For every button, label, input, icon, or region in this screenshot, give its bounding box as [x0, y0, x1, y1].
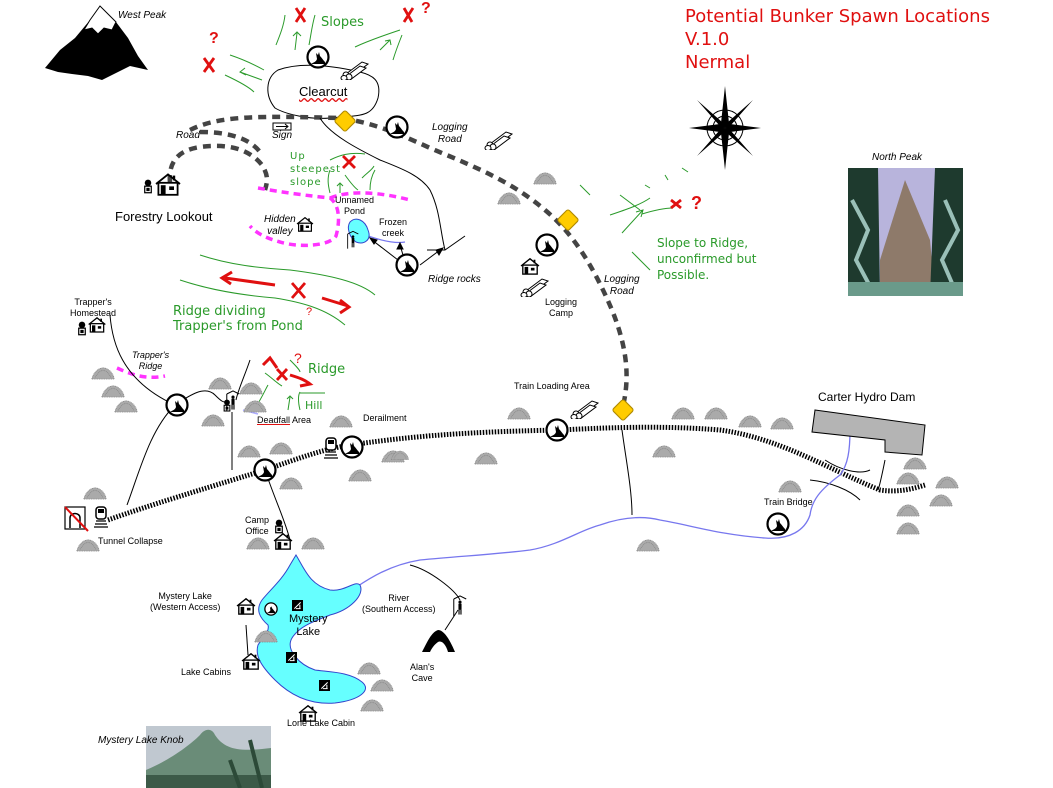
label-clearcut[interactable]: Clearcut — [299, 84, 348, 99]
label-north-peak: North Peak — [872, 152, 923, 163]
label-trappers-homestead[interactable]: Trapper's Homestead — [70, 297, 117, 318]
hazard-sign-icon — [557, 209, 579, 231]
label-lone-lake-cabin[interactable]: Lone Lake Cabin — [287, 718, 356, 728]
rock-icons — [76, 172, 959, 712]
label-logging-road-south: Logging Road — [604, 274, 640, 297]
road-network — [167, 114, 629, 411]
label-deadfall-word: Deadfall — [257, 415, 291, 425]
red-arrows — [219, 270, 352, 388]
title-author: Nermal — [685, 52, 751, 73]
label-deadfall-area[interactable]: Deadfall Area — [257, 414, 311, 426]
label-train-bridge[interactable]: Train Bridge — [764, 497, 813, 507]
label-tunnel-collapse[interactable]: Tunnel Collapse — [98, 536, 163, 546]
uncertain-marker: ? — [209, 30, 219, 47]
pink-trail — [116, 186, 411, 380]
label-mystery-lake-knob: Mystery Lake Knob — [98, 735, 184, 746]
label-hidden-valley[interactable]: Hidden valley — [264, 214, 296, 237]
frozen-creek — [367, 235, 406, 244]
label-derailment[interactable]: Derailment — [363, 413, 407, 423]
logs-icons — [340, 61, 599, 419]
compass-rose-icon — [689, 86, 761, 170]
label-mystery-lake[interactable]: Mystery Lake — [289, 613, 328, 638]
label-road: Road — [176, 130, 200, 141]
label-alans-cave[interactable]: Alan's Cave — [410, 662, 435, 683]
annotation-hill: Hill — [305, 399, 323, 412]
label-river-southern-access[interactable]: River (Southern Access) — [362, 593, 436, 614]
annotation-ridge-dividing: Ridge dividing Trapper's from Pond — [173, 304, 303, 334]
slope-markings — [179, 14, 689, 411]
label-sign: Sign — [272, 130, 293, 141]
hazard-sign-icon — [612, 399, 634, 421]
cave-icon — [422, 630, 455, 652]
uncertain-marker: ? — [306, 306, 313, 318]
annotation-slope-to-ridge: Slope to Ridge, unconfirmed but Possible… — [657, 236, 757, 282]
house-icons — [88, 173, 540, 722]
north-peak-photo — [848, 168, 963, 296]
west-peak-icon — [45, 5, 148, 80]
direction-arrows — [368, 237, 445, 266]
title-version: V.1.0 — [685, 29, 730, 50]
carter-hydro-dam-building — [811, 409, 926, 456]
mystery-lake — [256, 554, 367, 704]
river — [354, 429, 851, 589]
unnamed-pond — [347, 218, 370, 244]
mystery-lake-knob-photo — [146, 726, 271, 788]
label-logging-road-north: Logging Road — [432, 122, 468, 145]
label-lake-cabins[interactable]: Lake Cabins — [181, 667, 232, 677]
label-frozen-creek[interactable]: Frozen creek — [379, 217, 408, 238]
uncertain-marker: ? — [421, 0, 431, 17]
annotation-ridge: Ridge — [308, 362, 346, 377]
map-title: Potential Bunker Spawn Locations V.1.0 N… — [685, 5, 990, 74]
label-logging-camp[interactable]: Logging Camp — [545, 297, 578, 318]
uncertain-marker: ? — [691, 193, 702, 213]
label-forestry-lookout[interactable]: Forestry Lookout — [115, 209, 213, 224]
label-area-word: Area — [290, 415, 312, 425]
clearcut-boundary — [267, 64, 380, 119]
lookout-icons — [78, 178, 283, 534]
sign-icon — [272, 122, 292, 131]
label-train-loading-area[interactable]: Train Loading Area — [514, 381, 590, 391]
label-carter-hydro-dam[interactable]: Carter Hydro Dam — [818, 390, 916, 404]
label-trappers-ridge[interactable]: Trapper's Ridge — [132, 350, 170, 371]
label-ridge-rocks[interactable]: Ridge rocks — [428, 274, 481, 285]
label-west-peak: West Peak — [118, 10, 167, 21]
annotation-slopes: Slopes — [321, 15, 364, 30]
label-camp-office[interactable]: Camp Office — [245, 515, 270, 536]
uncertain-marker: ? — [294, 350, 302, 366]
eliminated-markers — [202, 7, 682, 381]
label-unnamed-pond[interactable]: Unnamed Pond — [335, 195, 375, 216]
annotation-up-steepest-slope: Up steepest slope — [290, 151, 342, 188]
title-line-1: Potential Bunker Spawn Locations — [685, 6, 990, 27]
hazard-sign-icon — [334, 110, 356, 132]
tunnel-collapse-icon — [64, 506, 89, 532]
label-mystery-lake-western-access[interactable]: Mystery Lake (Western Access) — [150, 591, 221, 612]
